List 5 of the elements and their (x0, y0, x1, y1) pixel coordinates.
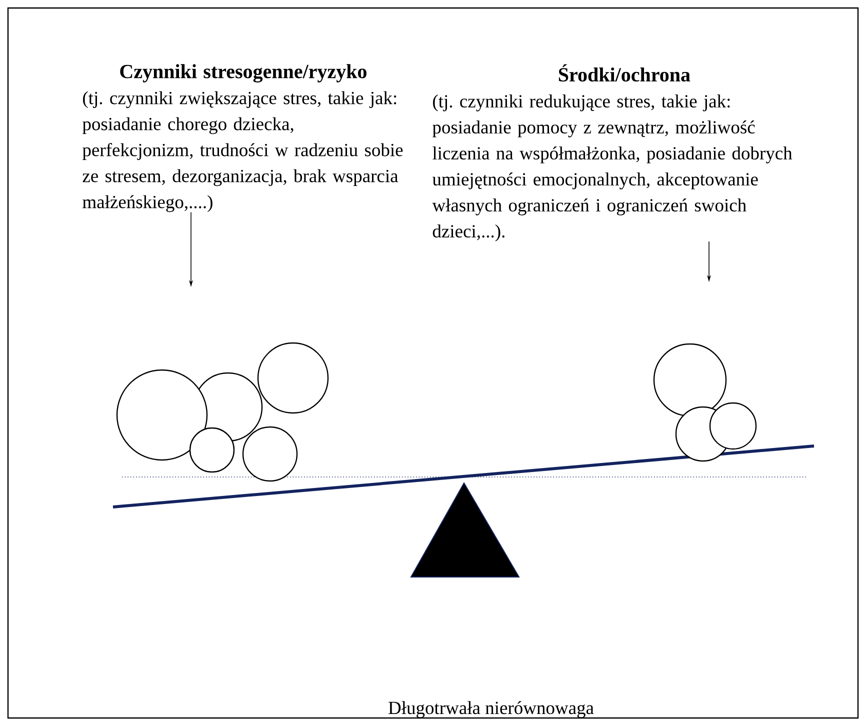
description: (tj. czynniki redukujące stres, takie jak: posiadanie pomocy z zewnątrz, możliwość liczenia na współmałżonka, posiadanie dobrych umiejętności emocjonalnych, akceptowanie własnych ograniczeń i ograniczeń swoich dzieci,...). (432, 94, 792, 242)
caption: Długotrwała nierównowaga (388, 701, 594, 718)
description: (tj. czynniki zwiększające stres, takie jak: posiadanie chorego dziecka, perfekcjonizm, trudności w radzeniu sobie ze stresem, dezorganizacja, brak wsparcia małżeńskiego,....) (82, 91, 403, 212)
heading: Środki/ochrona (558, 64, 690, 82)
heading: Czynniki stresogenne/ryzyko (120, 64, 366, 82)
